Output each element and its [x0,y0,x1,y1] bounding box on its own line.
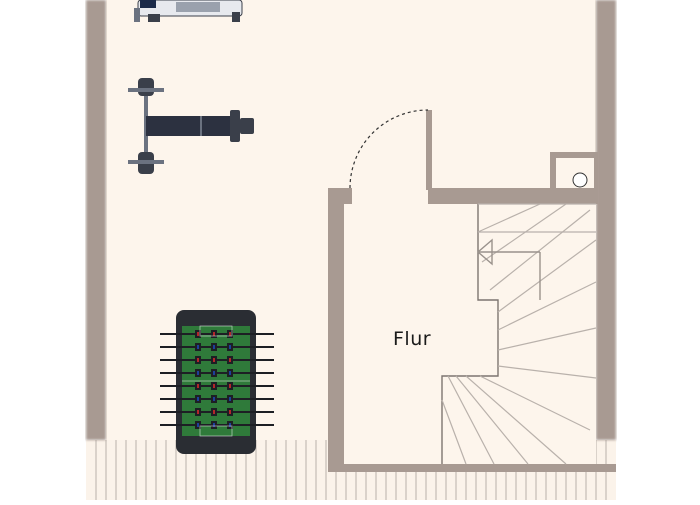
staircase [441,203,597,465]
foosball-player [211,330,217,338]
foosball-player [211,408,217,416]
foosball-player [195,382,201,390]
foosball-player [211,369,217,377]
foosball-player [211,421,217,429]
flur-bottom-wall [328,464,616,472]
foosball-player [227,369,233,377]
treadmill-icon [134,0,243,22]
foosball-table-icon [160,310,274,454]
stair-tread [489,209,591,291]
stair-tread [479,375,591,431]
stair-tread [497,327,597,351]
foosball-player [211,343,217,351]
stair-tread [465,375,567,465]
weight-bench-icon [128,78,254,174]
stair-tread [441,399,467,465]
foosball-player [195,421,201,429]
foosball-player [227,421,233,429]
stair-tread [447,375,495,465]
ceiling-light-icon [572,172,588,188]
foosball-player [195,369,201,377]
right-wall [596,0,616,440]
foosball-player [227,343,233,351]
stair-tread [455,375,529,465]
foosball-player [195,408,201,416]
walls [86,0,616,472]
foosball-player [195,330,201,338]
stair-tread [477,203,541,233]
foosball-player [195,356,201,364]
stair-tread [497,365,597,379]
flur-floor [344,204,596,464]
foosball-player [211,395,217,403]
room-label-flur: Flur [393,328,432,350]
foosball-player [227,395,233,403]
foosball-player [211,356,217,364]
foosball-player [227,408,233,416]
stair-tread [497,281,597,331]
foosball-player [211,382,217,390]
stair-tread [497,239,597,313]
foosball-player [227,382,233,390]
foosball-player [195,395,201,403]
flur-top-wall [428,188,598,204]
foosball-player [227,356,233,364]
foosball-player [195,343,201,351]
left-wall [86,0,106,440]
flur-left-wall [328,188,344,470]
door-swing [349,109,429,189]
stair-arrow-icon [476,238,541,300]
